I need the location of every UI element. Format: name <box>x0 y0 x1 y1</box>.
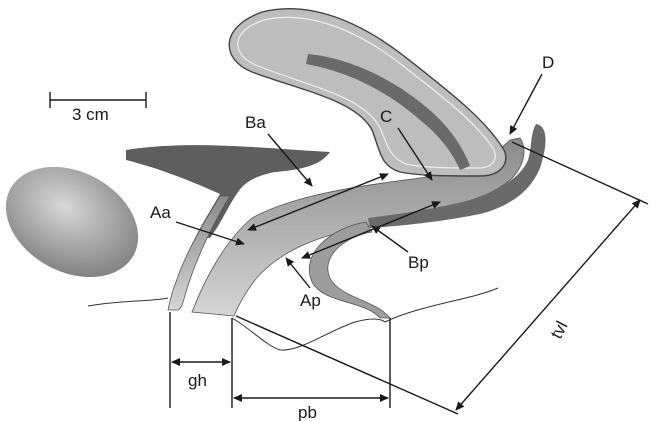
label-tvl: tvl <box>547 318 572 342</box>
label-ap: Ap <box>300 291 321 310</box>
label-bp: Bp <box>408 253 429 272</box>
arrow-c <box>397 127 433 181</box>
label-gh: gh <box>188 371 207 390</box>
label-d: D <box>542 53 554 72</box>
tvl-measurement: tvl <box>235 141 649 415</box>
label-ba: Ba <box>245 113 266 132</box>
pb-measurement: pb <box>233 318 391 421</box>
scale-bar: 3 cm <box>49 92 147 124</box>
posterior-wall-arrow <box>301 201 441 259</box>
pubic-bone-shape <box>5 166 139 278</box>
label-c: C <box>380 107 392 126</box>
label-pb: pb <box>298 403 317 421</box>
arrow-ap <box>285 257 311 289</box>
scale-bar-label: 3 cm <box>72 105 109 124</box>
label-aa: Aa <box>150 203 171 222</box>
arrow-aa <box>175 221 245 246</box>
uterus-inner-outline <box>237 16 496 169</box>
arrow-d <box>509 73 543 135</box>
gh-measurement: gh <box>169 312 233 408</box>
anterior-wedge <box>126 145 330 238</box>
urethra <box>167 195 231 311</box>
uterine-cavity <box>306 54 470 170</box>
arrow-bp <box>371 225 409 253</box>
